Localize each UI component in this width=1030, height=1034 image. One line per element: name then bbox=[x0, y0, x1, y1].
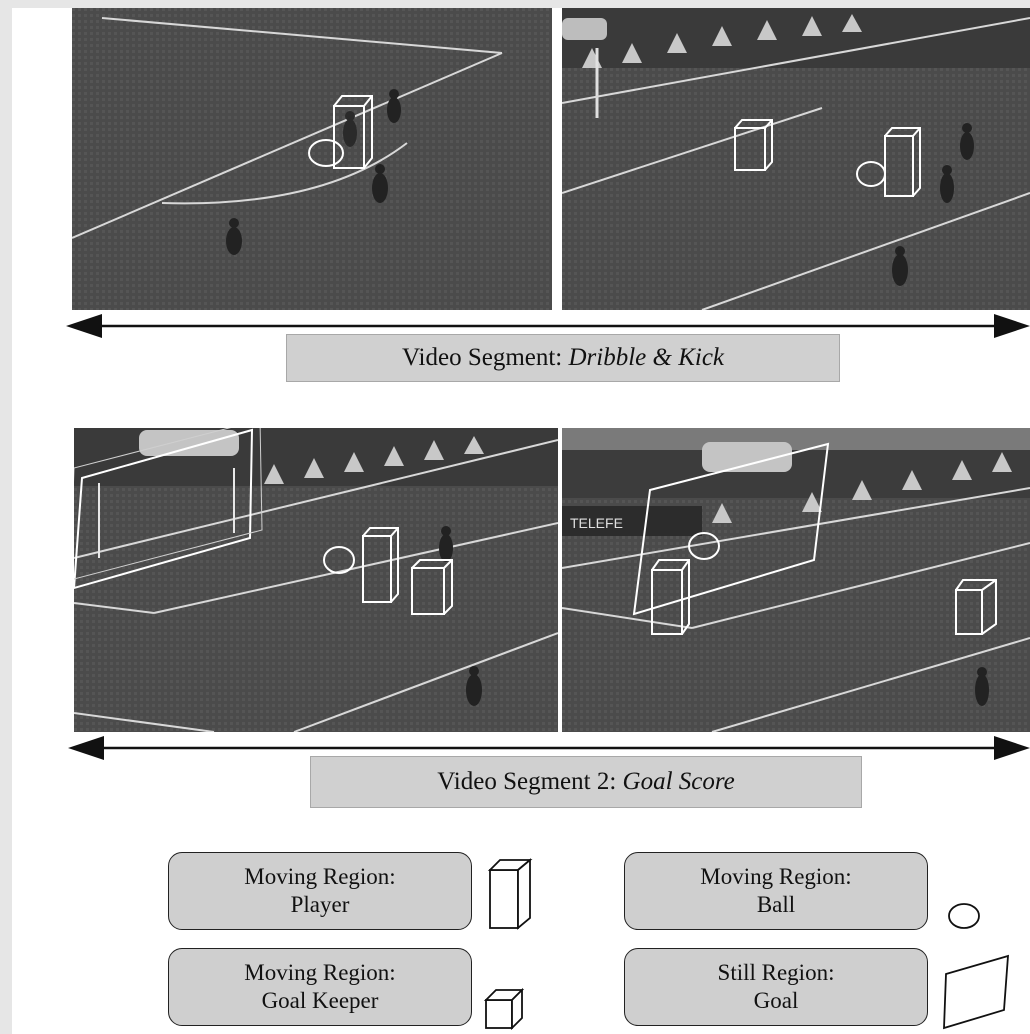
legend-kind: Moving Region: bbox=[244, 864, 396, 889]
timeline-arrow-1 bbox=[66, 314, 1030, 338]
segment-1-event: Dribble & Kick bbox=[568, 344, 725, 371]
legend-name: Ball bbox=[756, 892, 796, 917]
legend-kind: Still Region: bbox=[717, 960, 835, 985]
sponsor-sign: TELEFE bbox=[570, 515, 623, 531]
tracked-goal-outline bbox=[632, 442, 830, 616]
tracked-ball-circle bbox=[308, 139, 344, 167]
legend-goalkeeper: Moving Region: Goal Keeper bbox=[168, 948, 472, 1026]
box-icon bbox=[483, 987, 525, 1031]
legend-kind: Moving Region: bbox=[700, 864, 852, 889]
legend-goal: Still Region: Goal bbox=[624, 948, 928, 1026]
legend-name: Goal bbox=[753, 988, 799, 1013]
legend-player: Moving Region: Player bbox=[168, 852, 472, 930]
segment-1-label: Video Segment: Dribble & Kick bbox=[286, 334, 840, 382]
tracked-goal-outline bbox=[74, 428, 263, 590]
legend-name: Goal Keeper bbox=[261, 988, 379, 1013]
parallelogram-icon bbox=[943, 954, 1009, 1030]
timeline-arrow-2 bbox=[68, 736, 1030, 760]
legend-kind: Moving Region: bbox=[244, 960, 396, 985]
legend-name: Player bbox=[290, 892, 350, 917]
video-frame-1a bbox=[72, 8, 552, 310]
circle-icon bbox=[948, 903, 980, 929]
tracked-player-box bbox=[333, 95, 373, 169]
video-frame-2b: TELEFE bbox=[562, 428, 1030, 732]
segment-2-event: Goal Score bbox=[622, 768, 735, 795]
segment-1-prefix: Video Segment: bbox=[401, 344, 569, 371]
segment-2-label: Video Segment 2: Goal Score bbox=[310, 756, 862, 808]
segment-2-prefix: Video Segment 2: bbox=[437, 768, 623, 795]
tall-box-icon bbox=[487, 858, 533, 930]
player-figure bbox=[226, 218, 242, 255]
legend-ball: Moving Region: Ball bbox=[624, 852, 928, 930]
video-frame-1b bbox=[562, 8, 1030, 310]
video-frame-2a bbox=[74, 428, 558, 732]
